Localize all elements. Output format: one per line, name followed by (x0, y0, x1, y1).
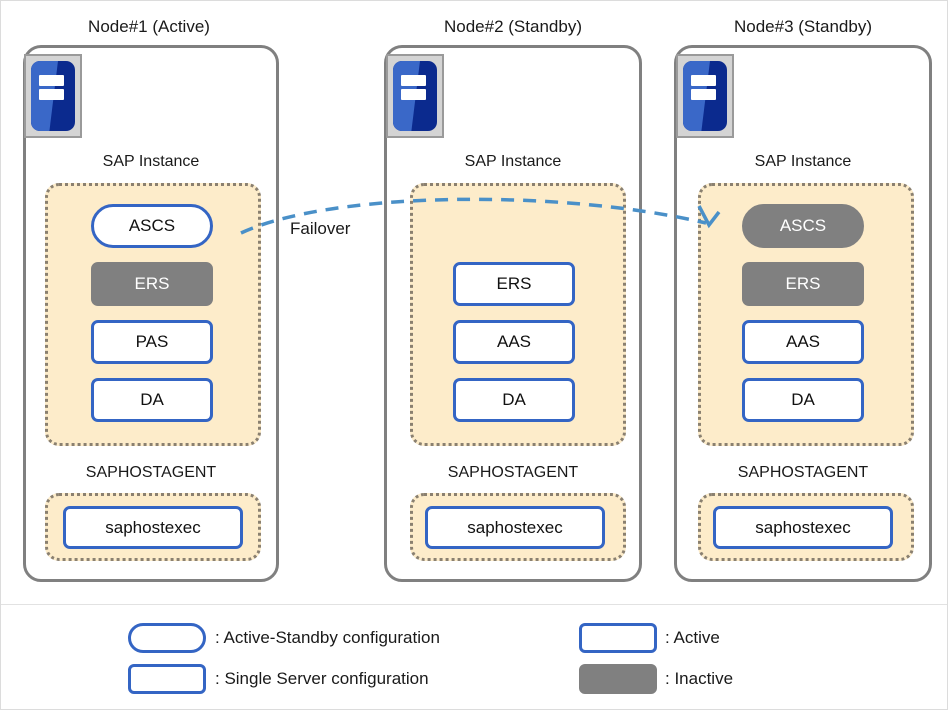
component-label: DA (791, 390, 815, 409)
server-icon-body (31, 61, 75, 131)
legend-label: : Active-Standby configuration (215, 628, 440, 647)
component-ascs-node1[interactable]: ASCS (91, 204, 213, 248)
component-label: PAS (135, 332, 169, 351)
legend-swatch-inactive (579, 664, 657, 694)
component-pas-node1[interactable]: PAS (91, 320, 213, 364)
component-ascs-node3[interactable]: ASCS (742, 204, 864, 248)
server-icon-bar-1 (38, 75, 64, 86)
component-label: ASCS (779, 216, 827, 235)
component-label: saphostexec (467, 517, 563, 537)
component-label: ERS (496, 274, 532, 293)
sap-instance-caption-node1: SAP Instance (102, 153, 200, 170)
server-icon-body (393, 61, 437, 131)
component-label: saphostexec (755, 517, 851, 537)
saphostagent-caption-node1: SAPHOSTAGENT (85, 464, 217, 481)
saphostagent-caption-node2: SAPHOSTAGENT (447, 464, 579, 481)
component-aas-node2[interactable]: AAS (453, 320, 575, 364)
server-icon-bar-1 (400, 75, 426, 86)
node-title-node1: Node#1 (Active) (88, 17, 210, 36)
server-icon (386, 54, 444, 138)
component-label: AAS (496, 332, 532, 351)
component-ers-node2[interactable]: ERS (453, 262, 575, 306)
sap-instance-caption-node2: SAP Instance (464, 153, 562, 170)
server-icon (24, 54, 82, 138)
server-icon-bar-2 (38, 89, 64, 100)
server-icon-bar-1 (690, 75, 716, 86)
legend-swatch-active (579, 623, 657, 653)
component-label: ERS (785, 274, 821, 293)
server-icon-bar-2 (400, 89, 426, 100)
component-label: DA (502, 390, 526, 409)
sap-instance-caption-node3: SAP Instance (754, 153, 852, 170)
legend-label: : Active (665, 628, 720, 647)
legend-swatch-rect (128, 664, 206, 694)
legend-divider (1, 604, 947, 605)
component-da-node2[interactable]: DA (453, 378, 575, 422)
legend-label: : Single Server configuration (215, 669, 429, 688)
component-da-node1[interactable]: DA (91, 378, 213, 422)
component-da-node3[interactable]: DA (742, 378, 864, 422)
saphostagent-caption-node3: SAPHOSTAGENT (737, 464, 869, 481)
server-icon-bar-2 (690, 89, 716, 100)
failover-label: Failover (290, 219, 351, 238)
node-title-node3: Node#3 (Standby) (734, 17, 872, 36)
component-ers-node1[interactable]: ERS (91, 262, 213, 306)
component-label: ERS (134, 274, 170, 293)
component-saphostexec-node3[interactable]: saphostexec (713, 506, 893, 549)
component-saphostexec-node2[interactable]: saphostexec (425, 506, 605, 549)
server-icon-body (683, 61, 727, 131)
component-label: AAS (785, 332, 821, 351)
component-saphostexec-node1[interactable]: saphostexec (63, 506, 243, 549)
component-ers-node3[interactable]: ERS (742, 262, 864, 306)
component-label: ASCS (128, 216, 176, 235)
node-title-node2: Node#2 (Standby) (444, 17, 582, 36)
component-aas-node3[interactable]: AAS (742, 320, 864, 364)
server-icon (676, 54, 734, 138)
component-label: saphostexec (105, 517, 201, 537)
legend-label: : Inactive (665, 669, 734, 688)
component-label: DA (140, 390, 164, 409)
legend-swatch-pill (128, 623, 206, 653)
